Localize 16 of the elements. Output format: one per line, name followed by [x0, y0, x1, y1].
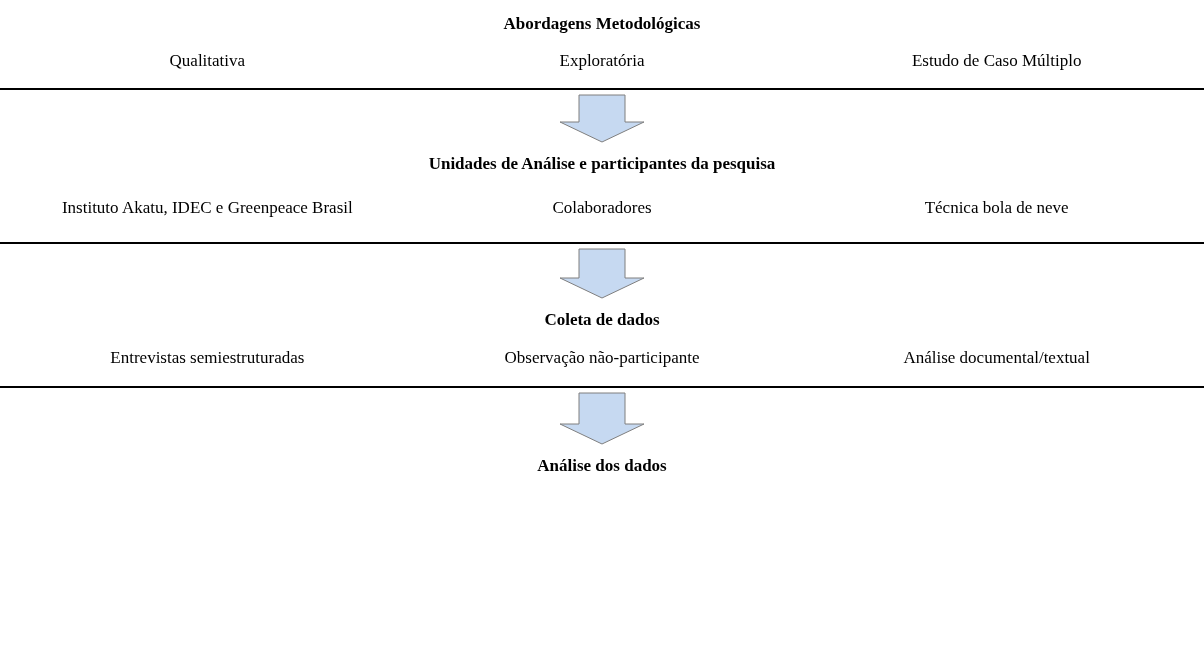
- method-item: Exploratória: [559, 50, 645, 72]
- section-heading: Unidades de Análise e participantes da pesquisa: [428, 153, 776, 174]
- method-item: Estudo de Caso Múltiplo: [911, 50, 1082, 72]
- section-heading: Abordagens Metodológicas: [503, 13, 701, 34]
- method-item: Instituto Akatu, IDEC e Greenpeace Brasil: [61, 197, 353, 219]
- method-item: Entrevistas semiestruturadas: [110, 347, 305, 369]
- block-arrow: [559, 392, 645, 445]
- block-arrow: [559, 94, 645, 143]
- section-heading: Análise dos dados: [537, 455, 667, 476]
- method-item: Colaboradores: [552, 197, 652, 219]
- method-item: Análise documental/textual: [903, 347, 1090, 369]
- method-item: Qualitativa: [169, 50, 246, 72]
- method-item: Técnica bola de neve: [924, 197, 1069, 219]
- section-heading: Coleta de dados: [544, 309, 660, 330]
- method-item: Observação não-participante: [504, 347, 700, 369]
- block-arrow: [559, 248, 645, 299]
